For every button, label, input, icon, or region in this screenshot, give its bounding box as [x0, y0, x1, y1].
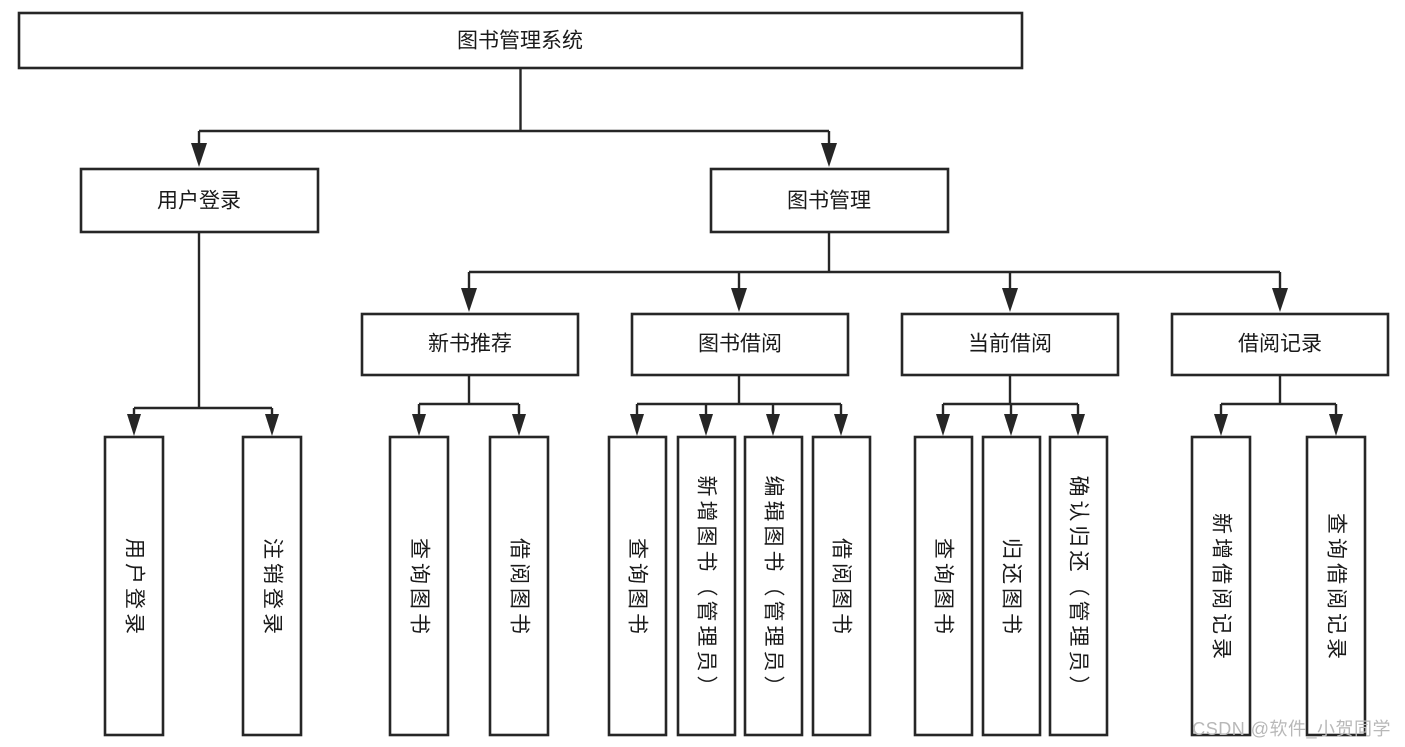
node-book-borrow-label: 图书借阅	[698, 333, 782, 356]
arrow-to-book-borrow	[731, 288, 747, 312]
leaf-borrow-book-newbook[interactable]: 借阅图书	[488, 435, 550, 737]
leaf-edit-book-admin[interactable]: 编辑图书（管理员）	[743, 435, 804, 737]
node-current-borrow-label: 当前借阅	[968, 333, 1052, 356]
arrow-to-leaf-add-record	[1214, 414, 1228, 436]
leaf-add-book-admin-label: 新增图书（管理员）	[695, 476, 718, 697]
arrow-to-leaf-edit-book	[766, 414, 780, 436]
leaf-query-book-current[interactable]: 查询图书	[913, 435, 974, 737]
connectors-new-book-rec-to-leaves	[412, 376, 526, 436]
leaf-query-book-current-box	[913, 435, 974, 737]
leaf-logout-label: 注销登录	[261, 538, 284, 634]
arrow-to-leaf-logout	[265, 414, 279, 436]
node-current-borrow-box	[900, 312, 1120, 377]
leaf-query-borrow-record-label: 查询借阅记录	[1325, 513, 1348, 659]
leaf-query-borrow-record-box	[1305, 435, 1367, 737]
connectors-root-to-level2	[191, 69, 837, 167]
node-book-management[interactable]: 图书管理	[709, 167, 950, 234]
leaf-return-book-label: 归还图书	[1000, 538, 1023, 634]
arrow-to-leaf-add-book	[699, 414, 713, 436]
node-root-library-system[interactable]: 图书管理系统	[17, 11, 1024, 70]
arrow-to-leaf-query-book-a	[412, 414, 426, 436]
arrow-to-leaf-borrow-book-b	[834, 414, 848, 436]
leaf-query-book-newbook-label: 查询图书	[408, 538, 431, 634]
leaf-confirm-return-admin-label: 确认归还（管理员）	[1067, 476, 1090, 697]
arrow-to-leaf-query-record	[1329, 414, 1343, 436]
leaf-query-borrow-record[interactable]: 查询借阅记录	[1305, 435, 1367, 737]
node-borrow-record-box	[1170, 312, 1390, 377]
arrow-to-leaf-borrow-book-a	[512, 414, 526, 436]
node-user-login[interactable]: 用户登录	[79, 167, 320, 234]
arrow-to-leaf-query-book-b	[630, 414, 644, 436]
leaf-add-book-admin-box	[676, 435, 737, 737]
leaf-user-login-label: 用户登录	[123, 538, 146, 634]
leaf-edit-book-admin-label: 编辑图书（管理员）	[762, 476, 785, 697]
node-book-management-label: 图书管理	[787, 190, 871, 213]
leaf-query-book-current-label: 查询图书	[932, 538, 955, 634]
arrow-to-leaf-confirm-return	[1071, 414, 1085, 436]
node-borrow-record[interactable]: 借阅记录	[1170, 312, 1390, 377]
leaf-borrow-book-borrow[interactable]: 借阅图书	[811, 435, 872, 737]
leaf-query-book-borrow[interactable]: 查询图书	[607, 435, 668, 737]
leaf-query-book-newbook-box	[388, 435, 450, 737]
node-user-login-box	[79, 167, 320, 234]
arrow-to-borrow-record	[1272, 288, 1288, 312]
leaf-confirm-return-admin[interactable]: 确认归还（管理员）	[1048, 435, 1109, 737]
node-new-book-recommend-box	[360, 312, 580, 377]
leaf-borrow-book-borrow-label: 借阅图书	[830, 538, 853, 634]
node-user-login-label: 用户登录	[157, 190, 241, 213]
node-book-borrow-box	[630, 312, 850, 377]
connectors-current-borrow-to-leaves	[936, 376, 1085, 436]
leaf-add-borrow-record[interactable]: 新增借阅记录	[1190, 435, 1252, 737]
leaf-logout[interactable]: 注销登录	[241, 435, 303, 737]
leaf-borrow-book-newbook-box	[488, 435, 550, 737]
node-root-box	[17, 11, 1024, 70]
leaf-query-book-borrow-box	[607, 435, 668, 737]
node-new-book-recommend-label: 新书推荐	[428, 333, 512, 356]
node-borrow-record-label: 借阅记录	[1238, 333, 1322, 356]
node-book-borrow[interactable]: 图书借阅	[630, 312, 850, 377]
leaf-query-book-borrow-label: 查询图书	[626, 538, 649, 634]
leaf-query-book-newbook[interactable]: 查询图书	[388, 435, 450, 737]
leaf-add-borrow-record-box	[1190, 435, 1252, 737]
connectors-user-login-to-leaves	[127, 233, 279, 436]
connectors-borrow-record-to-leaves	[1214, 376, 1343, 436]
connectors-book-borrow-to-leaves	[630, 376, 848, 436]
arrow-to-current-borrow	[1002, 288, 1018, 312]
leaf-add-borrow-record-label: 新增借阅记录	[1210, 513, 1233, 659]
leaf-user-login[interactable]: 用户登录	[103, 435, 165, 737]
leaf-borrow-book-borrow-box	[811, 435, 872, 737]
connectors-book-manage-to-level3	[461, 233, 1288, 312]
node-new-book-recommend[interactable]: 新书推荐	[360, 312, 580, 377]
arrow-to-new-book-rec	[461, 288, 477, 312]
leaf-return-book-box	[981, 435, 1042, 737]
node-current-borrow[interactable]: 当前借阅	[900, 312, 1120, 377]
leaf-logout-box	[241, 435, 303, 737]
arrow-to-leaf-query-book-c	[936, 414, 950, 436]
node-root-label: 图书管理系统	[457, 30, 583, 53]
arrow-to-user-login	[191, 143, 207, 167]
arrow-to-leaf-user-login	[127, 414, 141, 436]
arrow-to-book-manage	[821, 143, 837, 167]
leaf-borrow-book-newbook-label: 借阅图书	[508, 538, 531, 634]
leaf-edit-book-admin-box	[743, 435, 804, 737]
node-book-management-box	[709, 167, 950, 234]
leaf-confirm-return-admin-box	[1048, 435, 1109, 737]
leaf-add-book-admin[interactable]: 新增图书（管理员）	[676, 435, 737, 737]
arrow-to-leaf-return-book	[1004, 414, 1018, 436]
leaf-return-book[interactable]: 归还图书	[981, 435, 1042, 737]
leaf-user-login-box	[103, 435, 165, 737]
